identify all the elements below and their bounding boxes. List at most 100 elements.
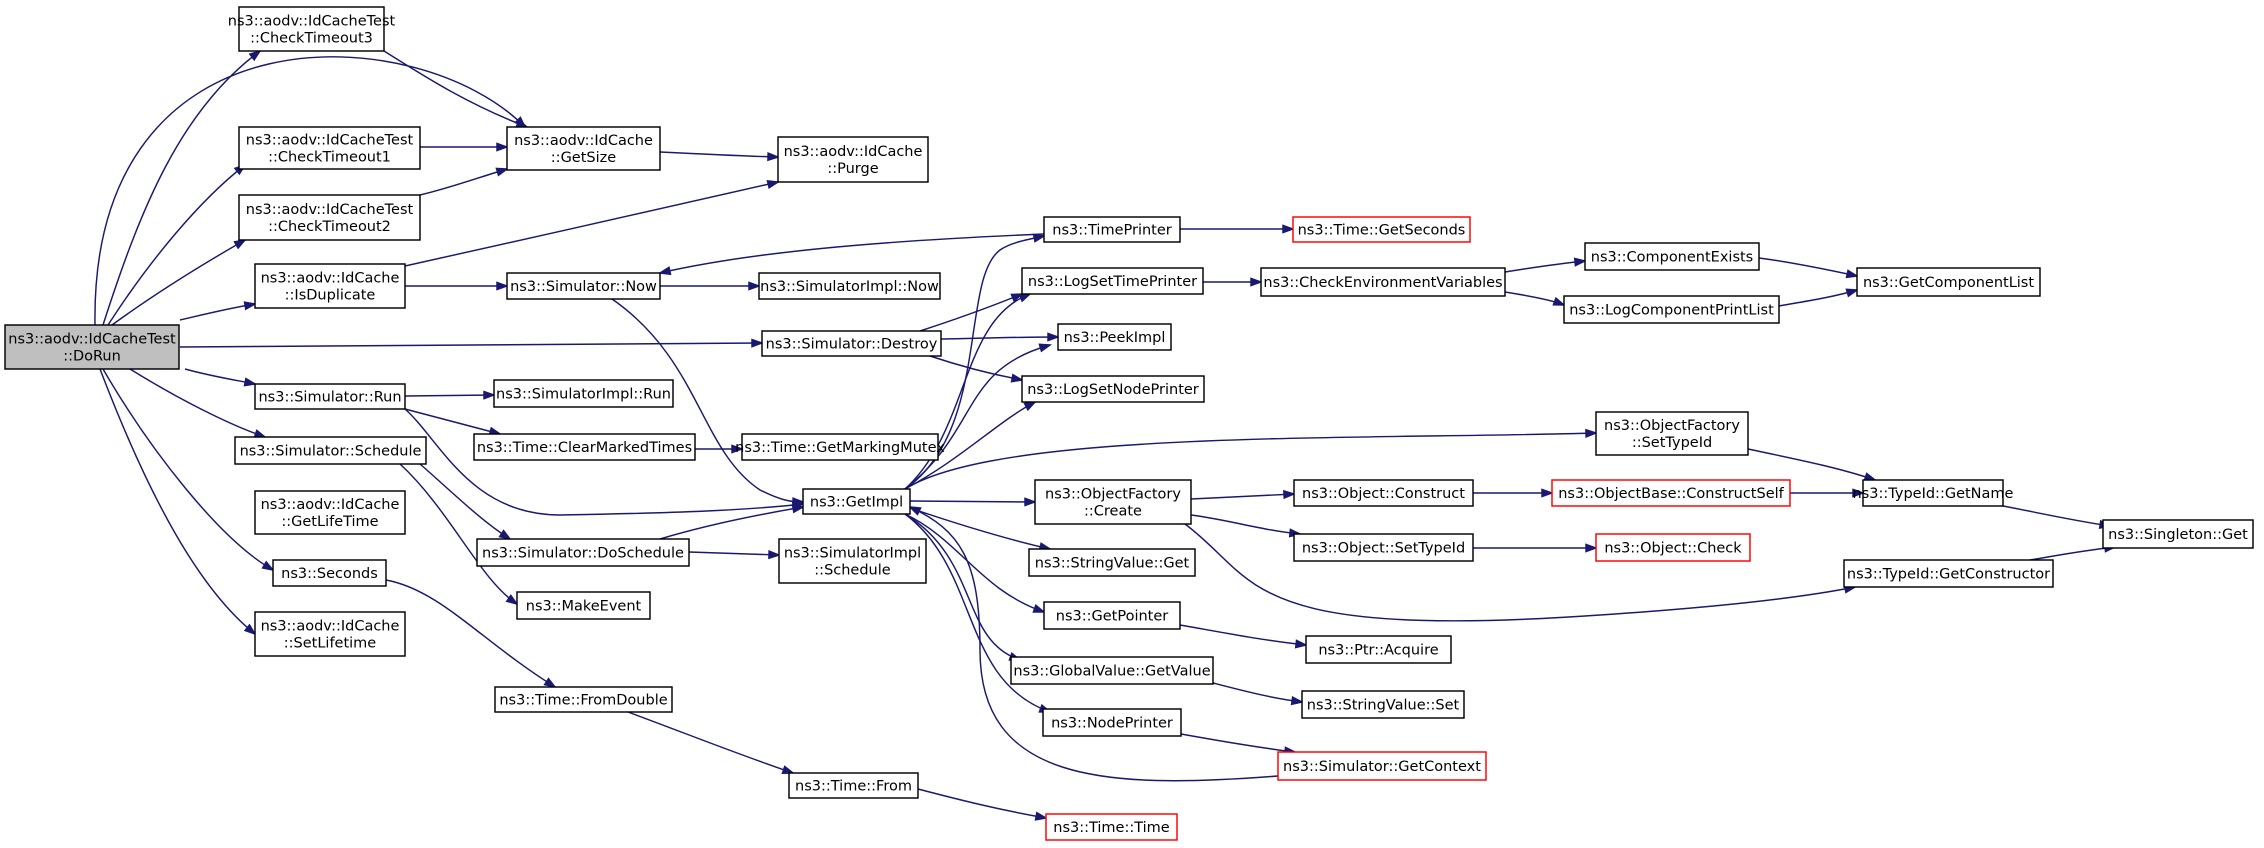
node-simimplnow[interactable]: ns3::SimulatorImpl::Now: [758, 272, 941, 300]
node-label: ns3::Object::Construct: [1302, 486, 1465, 502]
node-label: ns3::ObjectBase::ConstructSelf: [1558, 486, 1784, 502]
node-label: ns3::GetPointer: [1056, 609, 1169, 625]
node-ct2[interactable]: ns3::aodv::IdCacheTest::CheckTimeout2: [238, 194, 421, 241]
arrowhead: [1585, 428, 1599, 438]
node-nodeprinter[interactable]: ns3::NodePrinter: [1042, 708, 1182, 737]
node-ct1[interactable]: ns3::aodv::IdCacheTest::CheckTimeout1: [238, 126, 421, 170]
node-simgetctx[interactable]: ns3::Simulator::GetContext: [1277, 751, 1487, 781]
node-ofcreate[interactable]: ns3::ObjectFactory::Create: [1034, 479, 1192, 525]
node-label: ns3::aodv::IdCacheTest: [8, 332, 176, 348]
edge-objsettypeid-to-objcheck: [1473, 543, 1599, 553]
edge-dorun-to-simdestroy: [179, 338, 765, 348]
node-dorun[interactable]: ns3::aodv::IdCacheTest::DoRun: [4, 324, 180, 370]
arrowhead: [1282, 224, 1296, 234]
node-compexists[interactable]: ns3::ComponentExists: [1584, 242, 1760, 271]
node-getseconds[interactable]: ns3::Time::GetSeconds: [1292, 216, 1471, 243]
node-simimplrun[interactable]: ns3::SimulatorImpl::Run: [493, 379, 674, 408]
node-strvalset[interactable]: ns3::StringValue::Set: [1301, 690, 1465, 719]
arrowhead: [233, 238, 247, 250]
edge-simdestroy-to-logsetnode: [929, 355, 1025, 383]
node-getlife[interactable]: ns3::aodv::IdCache::GetLifeTime: [254, 490, 406, 535]
node-objcheck[interactable]: ns3::Object::Check: [1595, 533, 1751, 562]
node-label: ns3::GlobalValue::GetValue: [1013, 664, 1210, 680]
node-fromdouble[interactable]: ns3::Time::FromDouble: [494, 686, 673, 713]
node-simdestroy[interactable]: ns3::Simulator::Destroy: [761, 330, 942, 357]
arrowhead: [1250, 277, 1264, 287]
arrowhead: [498, 529, 512, 541]
arrowhead: [543, 677, 557, 689]
node-makeevent[interactable]: ns3::MakeEvent: [516, 591, 651, 620]
edge-dorun-to-ct3: [102, 49, 262, 326]
node-box: [1292, 216, 1471, 243]
node-box: [1862, 479, 2004, 507]
edge-constructself-to-typeidgetname: [1790, 488, 1866, 498]
arrowhead: [1032, 603, 1047, 613]
node-getpointer[interactable]: ns3::GetPointer: [1043, 601, 1181, 630]
node-checkenv[interactable]: ns3::CheckEnvironmentVariables: [1260, 267, 1506, 297]
node-clearmarked[interactable]: ns3::Time::ClearMarkedTimes: [473, 433, 696, 461]
node-strvalget[interactable]: ns3::StringValue::Get: [1028, 548, 1196, 577]
node-simimplsched[interactable]: ns3::SimulatorImpl::Schedule: [778, 538, 927, 584]
node-label: ns3::TimePrinter: [1052, 223, 1172, 239]
node-label: ns3::ComponentExists: [1591, 250, 1754, 266]
arrowhead: [495, 167, 510, 177]
node-box: [476, 538, 690, 567]
edge-clearmarked-to-getmarking: [695, 444, 745, 454]
node-simrun[interactable]: ns3::Simulator::Run: [254, 383, 406, 410]
node-box: [1042, 708, 1182, 737]
node-simsched[interactable]: ns3::Simulator::Schedule: [234, 436, 427, 465]
node-objconstruct[interactable]: ns3::Object::Construct: [1293, 479, 1474, 507]
node-getimpl[interactable]: ns3::GetImpl: [802, 488, 911, 515]
node-setlife[interactable]: ns3::aodv::IdCache::SetLifetime: [254, 611, 406, 657]
node-box: [761, 330, 942, 357]
node-simnow[interactable]: ns3::Simulator::Now: [506, 272, 661, 300]
node-label: ::SetLifetime: [284, 636, 377, 652]
arrowhead: [1283, 489, 1297, 500]
node-box: [272, 559, 387, 587]
edge-isdup-to-simnow: [405, 281, 510, 291]
arrowhead: [1585, 543, 1599, 553]
node-box: [506, 126, 661, 171]
node-isdup[interactable]: ns3::aodv::IdCache::IsDuplicate: [254, 263, 406, 309]
node-label: ns3::GetImpl: [810, 495, 903, 511]
node-box: [1843, 559, 2054, 588]
arrowhead: [1034, 811, 1049, 821]
node-label: ns3::CheckEnvironmentVariables: [1263, 275, 1502, 291]
node-timetime[interactable]: ns3::Time::Time: [1045, 813, 1178, 841]
node-doschedule[interactable]: ns3::Simulator::DoSchedule: [476, 538, 690, 567]
node-label: ns3::MakeEvent: [526, 599, 642, 615]
node-peekimpl[interactable]: ns3::PeekImpl: [1057, 323, 1172, 351]
node-label: ns3::LogComponentPrintList: [1569, 303, 1774, 319]
arrowhead: [483, 390, 497, 400]
node-timeprinter[interactable]: ns3::TimePrinter: [1043, 216, 1181, 243]
node-typeidgetname[interactable]: ns3::TypeId::GetName: [1853, 479, 2014, 507]
node-getsize[interactable]: ns3::aodv::IdCache::GetSize: [506, 126, 661, 171]
node-objsettypeid[interactable]: ns3::Object::SetTypeId: [1293, 533, 1474, 562]
node-ptracquire[interactable]: ns3::Ptr::Acquire: [1305, 635, 1452, 664]
arrowhead: [243, 623, 257, 636]
node-globalget[interactable]: ns3::GlobalValue::GetValue: [1010, 656, 1214, 685]
arrowhead: [1845, 269, 1860, 279]
node-box: [254, 263, 406, 309]
node-logsetnode[interactable]: ns3::LogSetNodePrinter: [1021, 375, 1205, 403]
node-getcomplist[interactable]: ns3::GetComponentList: [1856, 267, 2041, 297]
node-logsettime[interactable]: ns3::LogSetTimePrinter: [1021, 267, 1204, 295]
node-timefrom[interactable]: ns3::Time::From: [788, 772, 919, 799]
node-purge[interactable]: ns3::aodv::IdCache::Purge: [777, 136, 929, 183]
node-seconds[interactable]: ns3::Seconds: [272, 559, 387, 587]
node-getmarking[interactable]: ns3::Time::GetMarkingMutex: [735, 433, 945, 461]
node-label: ::SetTypeId: [1632, 435, 1712, 451]
arrowhead: [1024, 497, 1038, 507]
node-label: ns3::Simulator::DoSchedule: [482, 546, 684, 562]
node-box: [1856, 267, 2041, 297]
node-typeidgetctor[interactable]: ns3::TypeId::GetConstructor: [1843, 559, 2054, 588]
arrowhead: [1010, 373, 1025, 383]
edge-simsched-to-doschedule: [419, 463, 512, 541]
node-label: ns3::Time::Time: [1053, 820, 1170, 836]
node-singletonget[interactable]: ns3::Singleton::Get: [2102, 519, 2254, 549]
node-constructself[interactable]: ns3::ObjectBase::ConstructSelf: [1551, 479, 1791, 507]
node-logcompprint[interactable]: ns3::LogComponentPrintList: [1563, 295, 1780, 324]
node-ct3[interactable]: ns3::aodv::IdCacheTest::CheckTimeout3: [228, 6, 396, 52]
node-ofsettypeid[interactable]: ns3::ObjectFactory::SetTypeId: [1595, 411, 1749, 456]
edge-getimpl-to-logsetnode: [904, 400, 1037, 490]
